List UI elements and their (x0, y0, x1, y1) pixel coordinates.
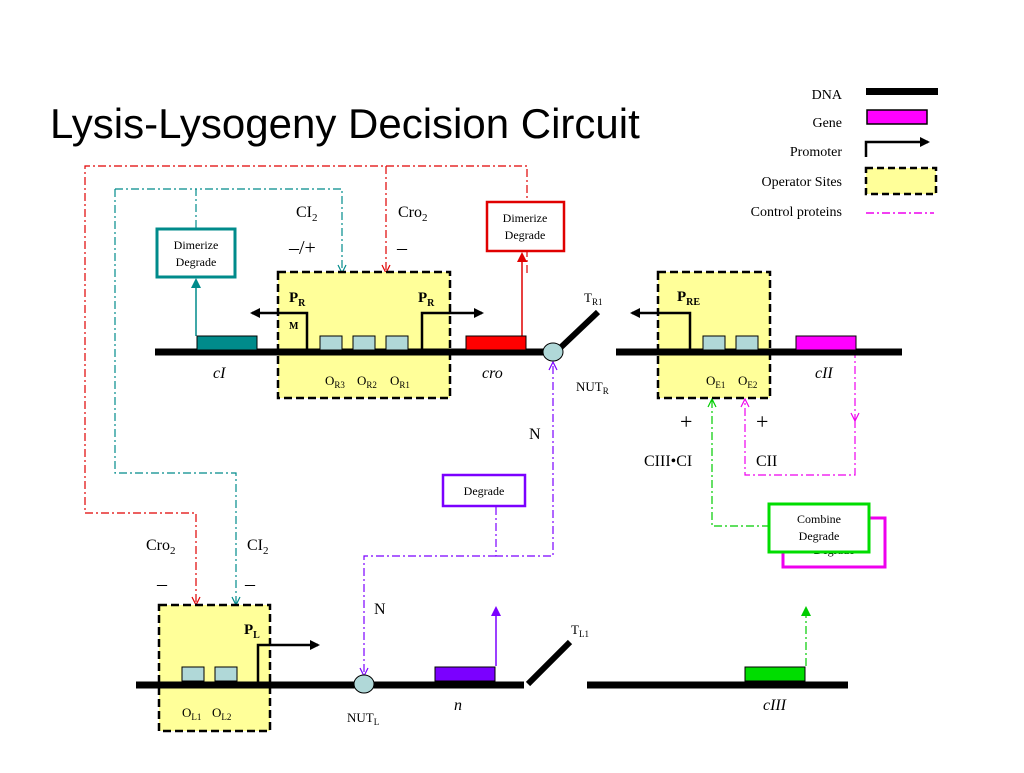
ci-to-or-line (195, 188, 342, 272)
n-gene (434, 666, 496, 682)
cii-label: CII (756, 453, 777, 470)
ci-degrade-label: Degrade (176, 255, 217, 269)
n-lower-label: N (374, 601, 386, 618)
ci-dimerize-label: Dimerize (174, 238, 219, 252)
cro2-bottom-label: Cro2 (146, 537, 176, 557)
cro2-top-label: Cro2 (398, 204, 428, 224)
nutl-site (353, 674, 375, 694)
pl-promoter-arrow-icon (256, 640, 320, 682)
ciii-gene-label: cIII (763, 697, 787, 714)
legend-promoter-label: Promoter (790, 145, 842, 160)
cro-sign-top: – (396, 237, 408, 259)
pre-promoter-arrow-icon (630, 308, 692, 349)
cii-gene-label: cII (815, 365, 833, 382)
pr-promoter-arrow-icon (420, 308, 484, 349)
ci-gene (196, 335, 258, 351)
legend-control-label: Control proteins (751, 205, 842, 220)
ci-to-ol-line (114, 188, 236, 604)
n-degrade-box (441, 473, 527, 508)
or1-site (385, 335, 409, 351)
nutl-label: NUTL (347, 710, 379, 727)
cro-dimerize-degrade-box (485, 200, 566, 253)
ci-sign-bottom: – (244, 573, 256, 595)
ci2-top-label: CI2 (296, 204, 318, 224)
ci2-bottom-label: CI2 (247, 537, 269, 557)
or2-site (352, 335, 376, 351)
cii-gene (795, 335, 857, 351)
or3-site (319, 335, 343, 351)
ol2-site (214, 666, 238, 682)
cro-gene (465, 335, 527, 351)
tl1-label: TL1 (571, 622, 589, 639)
page-title: Lysis-Lysogeny Decision Circuit (50, 100, 640, 147)
ci-dimerize-degrade-box (155, 227, 237, 279)
ci-sign-top: –/+ (288, 237, 316, 259)
ciii-to-oe-line (712, 400, 770, 527)
oe2-site (735, 335, 759, 351)
n-to-nutl-line (364, 555, 496, 675)
cro-sign-bottom: – (156, 573, 168, 595)
pr-label: PR (418, 290, 435, 309)
pre-label: PRE (677, 289, 700, 308)
or2-label: OR2 (357, 373, 377, 390)
legend-dna-label: DNA (812, 88, 843, 103)
combine-degrade-label: Degrade (799, 529, 840, 543)
prm-label: PR (289, 290, 306, 309)
legend-operator-label: Operator Sites (762, 175, 842, 190)
n-gene-label: n (454, 697, 462, 714)
or3-label: OR3 (325, 373, 345, 390)
legend-gene-swatch (866, 109, 928, 125)
combine-degrade-box (767, 502, 871, 554)
ciii-gene (744, 666, 806, 682)
cro-feedback-line (84, 165, 528, 604)
legend-promoter-arrow-icon (864, 137, 930, 157)
ci-gene-label: cI (213, 365, 226, 382)
oe2-label: OE2 (738, 373, 757, 390)
nutr-label: NUTR (576, 379, 609, 396)
pl-label: PL (244, 622, 260, 641)
plus-left: + (680, 409, 692, 434)
plus-right: + (756, 409, 768, 434)
or1-label: OR1 (390, 373, 410, 390)
cii-to-oe-line (745, 400, 856, 476)
oe-operator-region (656, 270, 772, 400)
legend-operator-swatch (864, 166, 938, 196)
legend-dna-swatch (866, 88, 938, 95)
combine-label: Combine (797, 512, 841, 526)
tr1-label: TR1 (584, 290, 602, 307)
legend-gene-label: Gene (812, 116, 842, 131)
tl1-terminator (525, 639, 573, 687)
oe1-site (702, 335, 726, 351)
cro-dimerize-label: Dimerize (503, 211, 548, 225)
ol1-label: OL1 (182, 705, 201, 722)
prm-sub-m: M (289, 321, 299, 332)
n-to-nutr-line (495, 363, 553, 557)
ciii-ci-label: CIII•CI (644, 453, 692, 470)
oe1-label: OE1 (706, 373, 725, 390)
prm-promoter-arrow-icon (250, 308, 309, 349)
nutr-site (542, 342, 564, 362)
cro-degrade-label: Degrade (505, 228, 546, 242)
cro-gene-label: cro (482, 365, 503, 382)
n-upper-label: N (529, 426, 541, 443)
n-degrade-label: Degrade (464, 484, 505, 498)
legend: DNA Gene Promoter Operator Sites Control… (751, 88, 938, 220)
ol1-site (181, 666, 205, 682)
ol2-label: OL2 (212, 705, 231, 722)
tr1-terminator (555, 309, 601, 353)
